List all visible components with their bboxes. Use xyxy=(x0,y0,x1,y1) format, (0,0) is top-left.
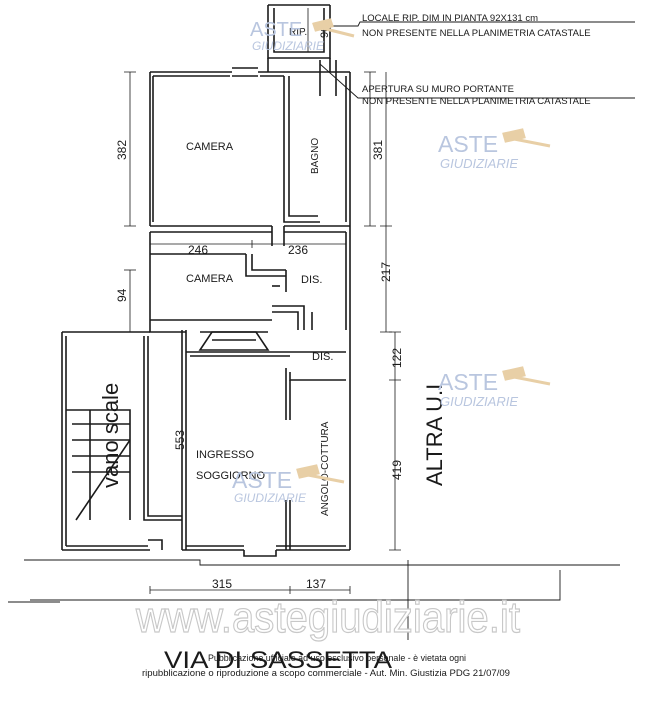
watermark-brand-top: ASTE xyxy=(232,467,292,493)
watermarks: ASTE GIUDIZIARIE ASTE GIUDIZIARIE ASTE G… xyxy=(134,18,551,643)
bagno-label: BAGNO xyxy=(310,138,321,174)
labels: RIP. CAMERA BAGNO CAMERA DIS. DIS. INGRE… xyxy=(98,13,591,679)
watermark-brand-top: ASTE xyxy=(250,19,302,41)
dim-381: 381 xyxy=(371,140,385,160)
watermark-right-top: ASTE GIUDIZIARIE xyxy=(438,128,551,171)
gavel-icon xyxy=(502,366,551,386)
disclaimer-line1: Pubblicazione ufficiale ad uso esclusivo… xyxy=(208,653,466,664)
dim-137: 137 xyxy=(306,577,326,591)
watermark-top: ASTE GIUDIZIARIE xyxy=(250,18,355,53)
gavel-icon xyxy=(312,18,355,38)
walls xyxy=(61,4,351,557)
dimension-lines xyxy=(124,8,401,594)
camera-mid-label: CAMERA xyxy=(186,273,234,285)
dim-382: 382 xyxy=(115,140,129,160)
watermark-brand-bottom: GIUDIZIARIE xyxy=(440,156,518,171)
dim-419: 419 xyxy=(390,460,404,480)
angolo-cottura-label: ANGOLO-COTTURA xyxy=(320,421,331,516)
watermark-center: ASTE GIUDIZIARIE xyxy=(232,464,345,505)
watermark-brand-bottom: GIUDIZIARIE xyxy=(440,394,518,409)
dis-2-label: DIS. xyxy=(312,351,333,363)
annotation-leaders xyxy=(8,21,635,640)
gavel-icon xyxy=(296,464,345,484)
watermark-brand-bottom: GIUDIZIARIE xyxy=(252,39,325,53)
watermark-right-mid: ASTE GIUDIZIARIE xyxy=(438,366,551,409)
soggiorno-label: SOGGIORNO xyxy=(196,470,266,482)
rip-label: RIP. xyxy=(289,27,307,38)
note-opening-line1: APERTURA SU MURO PORTANTE xyxy=(362,84,514,95)
vano-scale-label: vano scale xyxy=(98,383,123,488)
dim-122: 122 xyxy=(390,348,404,368)
dim-246: 246 xyxy=(188,243,208,257)
dim-315: 315 xyxy=(212,577,232,591)
note-rip-line1: LOCALE RIP. DIM IN PIANTA 92X131 cm xyxy=(362,13,538,24)
dis-1-label: DIS. xyxy=(301,274,322,286)
altra-ui-label: ALTRA U.I xyxy=(422,384,447,486)
dim-217: 217 xyxy=(379,262,393,282)
camera-top-label: CAMERA xyxy=(186,141,234,153)
ingresso-label: INGRESSO xyxy=(196,449,255,461)
dim-553: 553 xyxy=(173,430,187,450)
watermark-brand-top: ASTE xyxy=(438,131,498,157)
watermark-brand-bottom: GIUDIZIARIE xyxy=(234,491,307,505)
watermark-url: www.astegiudiziarie.it xyxy=(135,593,520,642)
dim-94: 94 xyxy=(115,288,129,302)
dim-236: 236 xyxy=(288,243,308,257)
note-rip-line2: NON PRESENTE NELLA PLANIMETRIA CATASTALE xyxy=(362,28,591,39)
disclaimer-line2: ripubblicazione o riproduzione a scopo c… xyxy=(142,668,510,679)
street-name: VIA DI SASSETTA xyxy=(164,647,392,674)
watermark-brand-top: ASTE xyxy=(438,369,498,395)
gavel-icon xyxy=(502,128,551,148)
note-opening-line2: NON PRESENTE NELLA PLANIMETRIA CATASTALE xyxy=(362,96,591,107)
